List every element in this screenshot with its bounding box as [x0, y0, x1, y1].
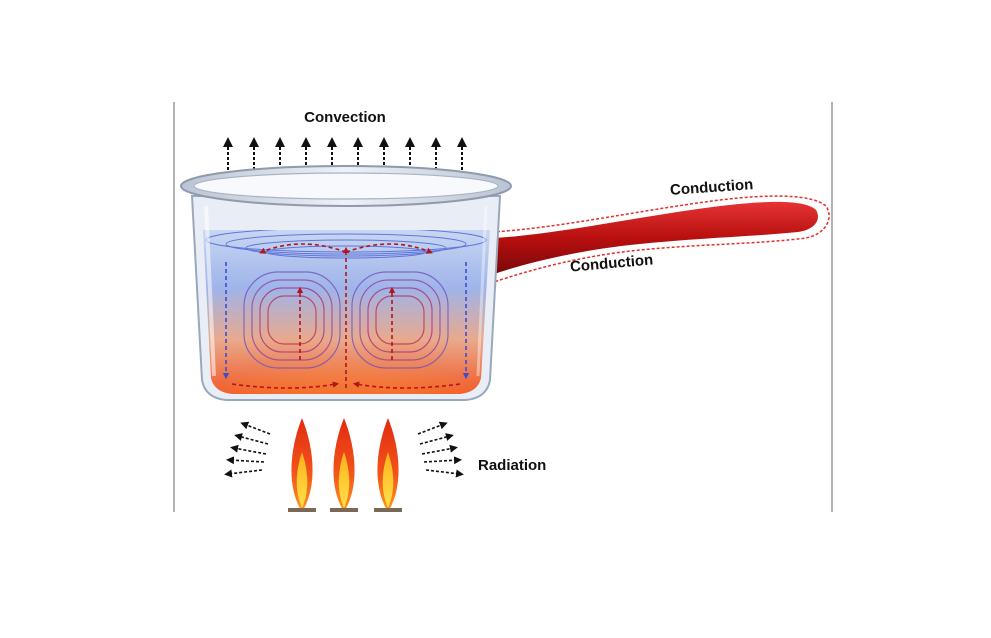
- convection-label: Convection: [304, 109, 386, 126]
- pan-handle: Conduction Conduction: [491, 176, 830, 283]
- flame: [377, 418, 399, 512]
- burner-flames: [288, 418, 402, 512]
- radiation-arrows-left: [224, 421, 271, 478]
- radiation-arrows-right: [417, 421, 464, 478]
- flame: [291, 418, 313, 512]
- conduction-label-top: Conduction: [670, 176, 754, 199]
- radiation-label: Radiation: [478, 457, 546, 474]
- hot-zone: [203, 288, 490, 394]
- handle-outline: [491, 195, 830, 283]
- conduction-label-bottom: Conduction: [569, 251, 653, 275]
- flame: [333, 418, 355, 512]
- handle-body: [494, 201, 818, 274]
- pot: [180, 165, 512, 401]
